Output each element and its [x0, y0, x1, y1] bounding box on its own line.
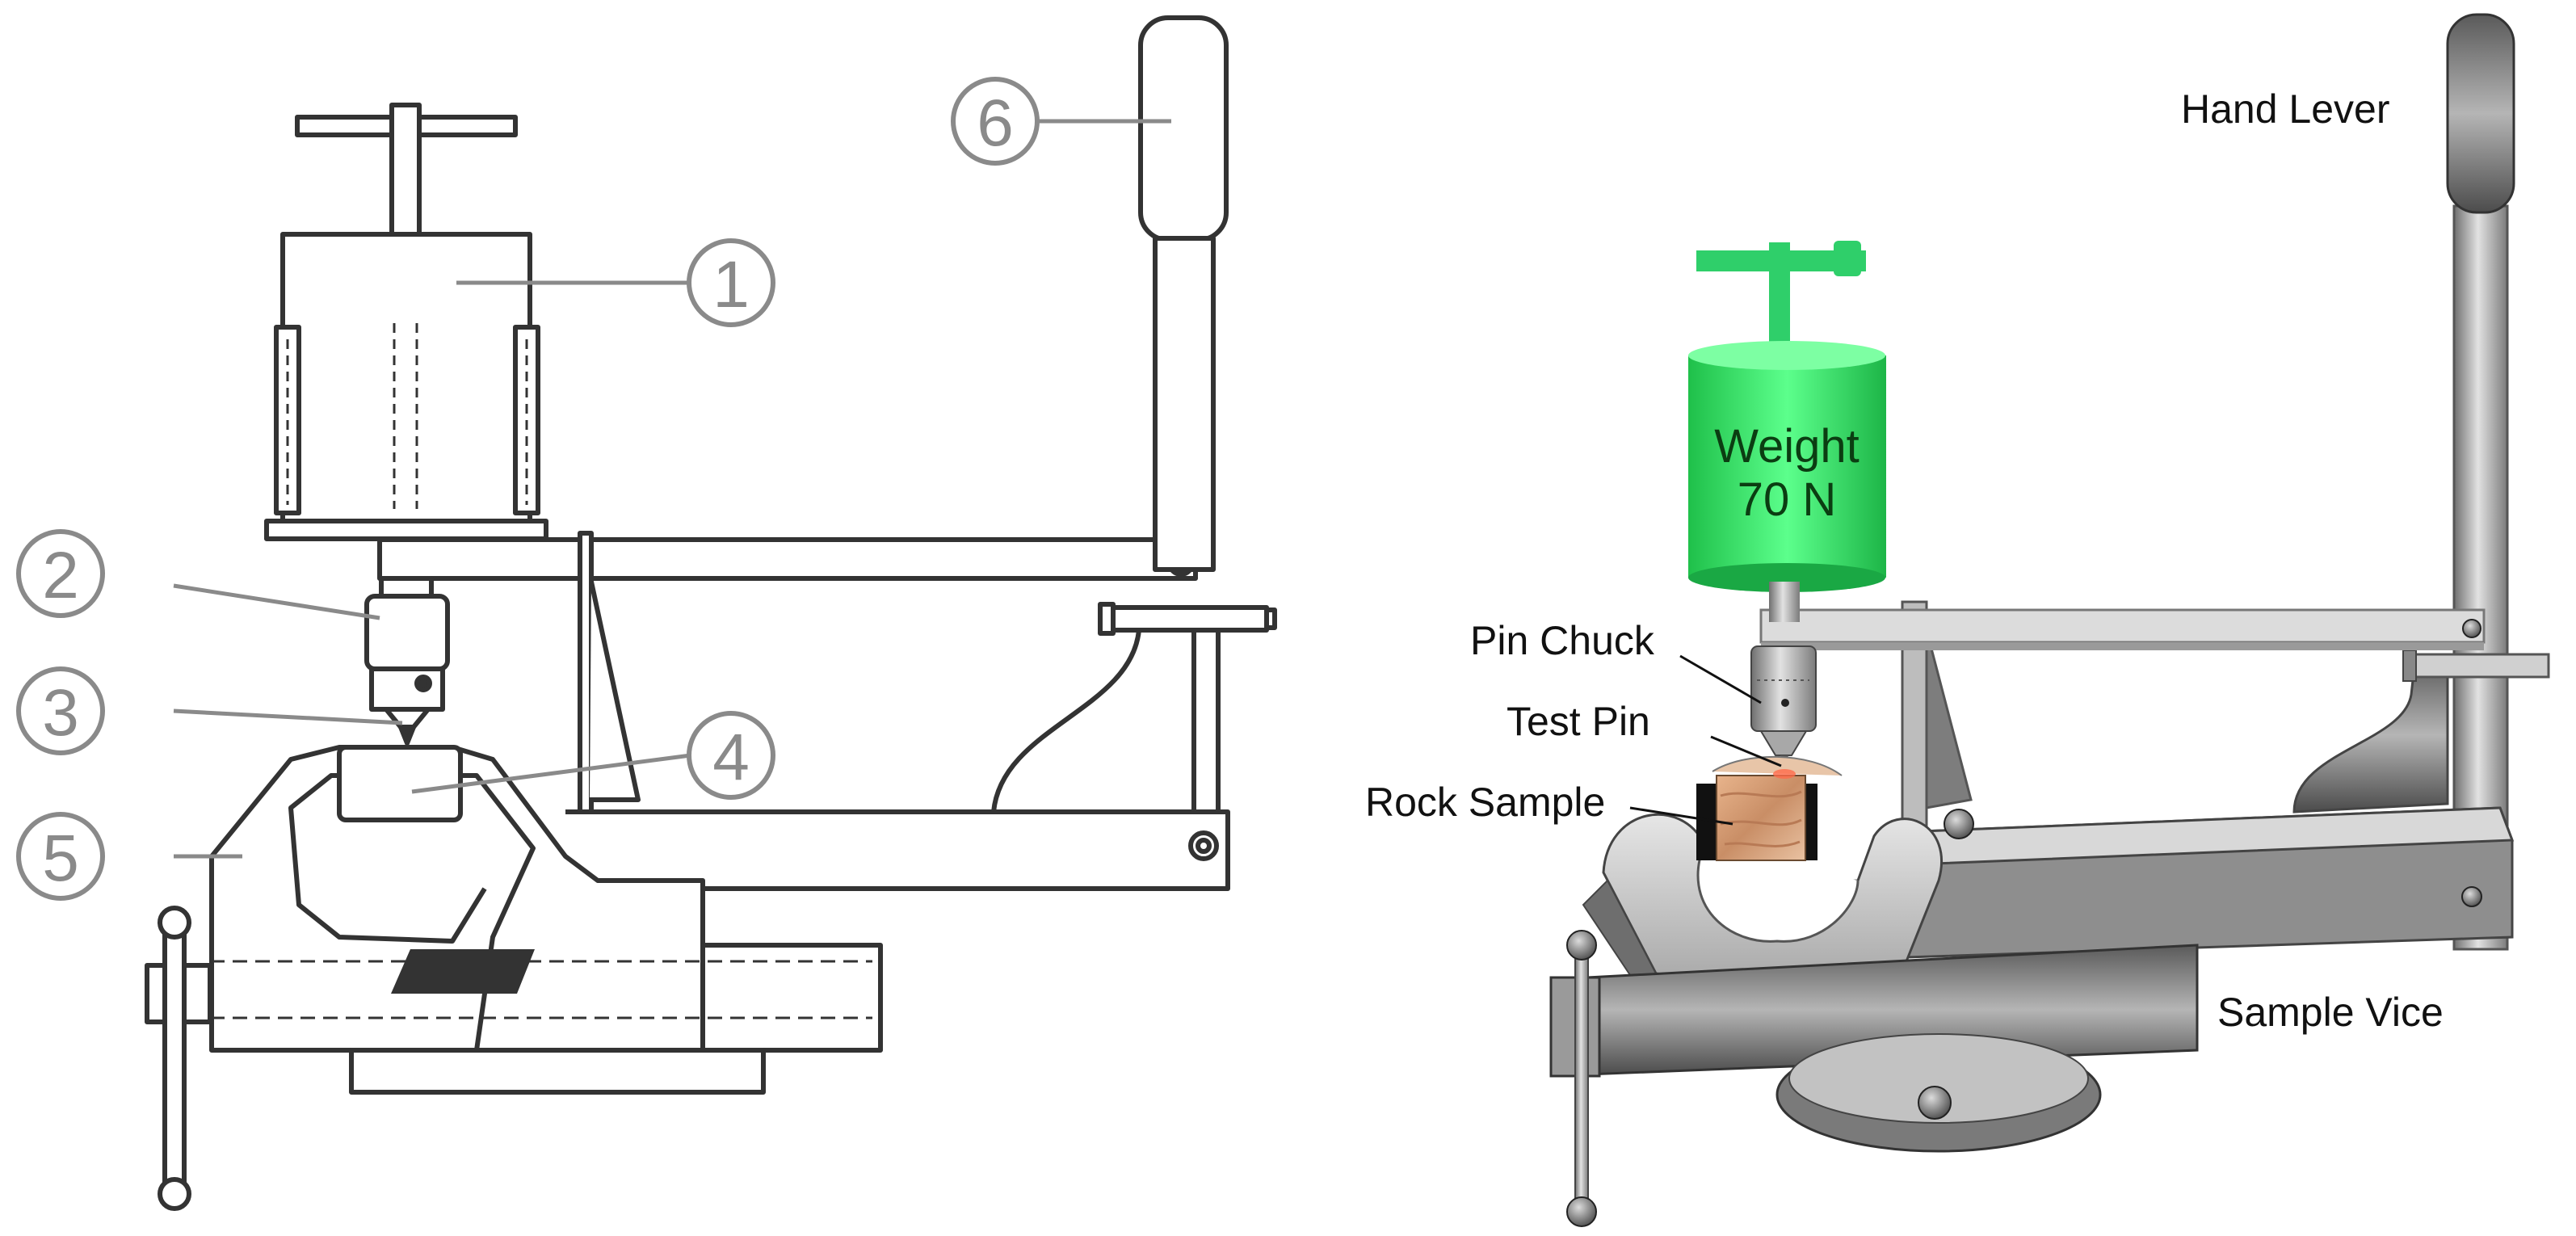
schematic-vice	[145, 745, 883, 1211]
label-hand-lever: Hand Lever	[2181, 86, 2390, 132]
schematic-beam	[377, 537, 1198, 581]
callout-6: 6	[977, 86, 1014, 160]
schematic-hand-lever	[1138, 15, 1229, 572]
label-pin-chuck: Pin Chuck	[1470, 618, 1655, 663]
callout-circle-3	[16, 666, 105, 755]
label-rock-sample: Rock Sample	[1365, 780, 1605, 825]
callout-circle-5	[16, 812, 105, 901]
pin-chuck	[1750, 645, 1817, 771]
weight	[1688, 241, 1886, 622]
support-bracket	[2292, 650, 2550, 813]
weight-label-line1: Weight	[1714, 420, 1859, 473]
sample-vice	[1549, 813, 2199, 1227]
schematic-drawing	[145, 15, 1277, 1211]
schematic-callouts	[16, 77, 1040, 901]
lever-beam	[1759, 608, 2486, 650]
callout-circle-2	[16, 529, 105, 618]
weight-label-line2: 70 N	[1738, 473, 1837, 526]
schematic-leader-lines	[173, 119, 1171, 859]
callout-circle-4	[687, 711, 775, 800]
rendering-leader-lines	[1629, 654, 1782, 826]
callout-3: 3	[42, 676, 79, 750]
rock-sample	[1696, 755, 1843, 861]
callout-2: 2	[42, 539, 79, 612]
base-frame	[1900, 806, 2515, 959]
schematic-chuck	[364, 576, 450, 746]
callout-circle-6	[951, 77, 1040, 166]
schematic-weight	[264, 232, 548, 541]
callout-4: 4	[712, 721, 750, 794]
callout-5: 5	[42, 822, 79, 895]
callout-1: 1	[712, 248, 750, 322]
label-test-pin: Test Pin	[1507, 699, 1650, 744]
callout-circle-1	[687, 238, 775, 327]
label-sample-vice: Sample Vice	[2217, 990, 2444, 1035]
schematic-t-handle	[295, 103, 518, 237]
schematic-frame	[565, 602, 1277, 891]
schematic-upright	[578, 531, 641, 818]
rendering-3d	[1549, 13, 2550, 1227]
